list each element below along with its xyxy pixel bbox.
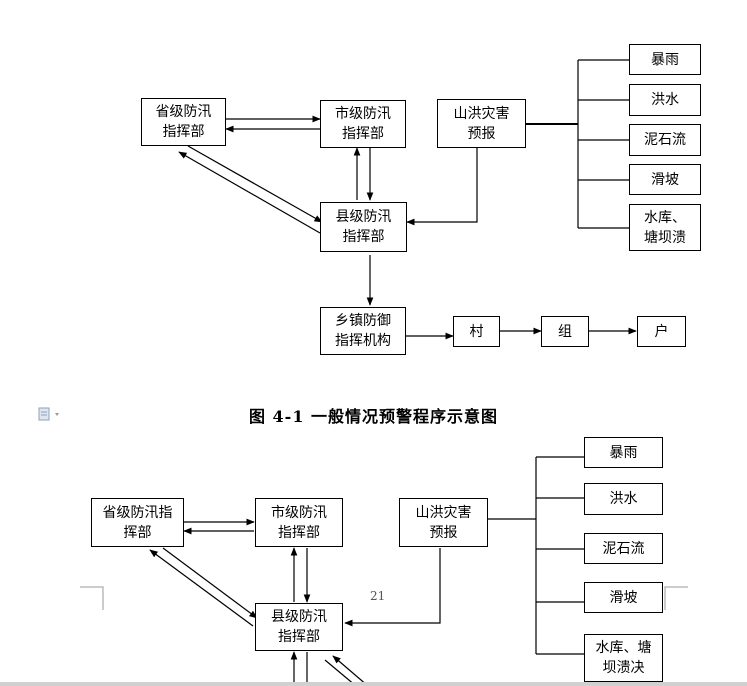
provincial-hq-box-2: 省级防汛指 挥部 <box>91 498 184 547</box>
hazard-rainstorm-box: 暴雨 <box>629 44 701 75</box>
provincial-hq-box: 省级防汛 指挥部 <box>141 98 226 146</box>
village-box: 村 <box>453 316 500 347</box>
hazard-debris-flow-box-2: 泥石流 <box>584 533 663 564</box>
township-agency-box: 乡镇防御 指挥机构 <box>320 307 406 355</box>
hazard-landslide-box: 滑坡 <box>629 164 701 195</box>
county-hq-box: 县级防汛 指挥部 <box>320 202 407 252</box>
city-hq-box: 市级防汛 指挥部 <box>320 100 406 148</box>
hazard-flood-box-2: 洪水 <box>584 483 663 515</box>
flash-flood-forecast-box-2: 山洪灾害 预报 <box>399 498 488 547</box>
document-icon[interactable] <box>38 406 62 425</box>
page-number: 21 <box>370 589 386 603</box>
hazard-landslide-box-2: 滑坡 <box>584 582 663 613</box>
figure-caption: 图 4-1 一般情况预警程序示意图 <box>248 407 499 426</box>
hazard-debris-flow-box: 泥石流 <box>629 124 701 156</box>
hazard-flood-box: 洪水 <box>629 84 701 116</box>
city-hq-box-2: 市级防汛 指挥部 <box>255 498 343 547</box>
county-hq-box-2: 县级防汛 指挥部 <box>255 603 343 651</box>
hazard-reservoir-collapse-box: 水库、 塘坝溃 <box>629 204 701 251</box>
flash-flood-forecast-box: 山洪灾害 预报 <box>437 99 526 148</box>
hazard-rainstorm-box-2: 暴雨 <box>584 437 663 468</box>
household-box: 户 <box>637 316 686 347</box>
hazard-reservoir-collapse-box-2: 水库、塘 坝溃决 <box>584 634 663 682</box>
page-bottom-edge <box>0 682 747 686</box>
group-box: 组 <box>541 316 589 347</box>
